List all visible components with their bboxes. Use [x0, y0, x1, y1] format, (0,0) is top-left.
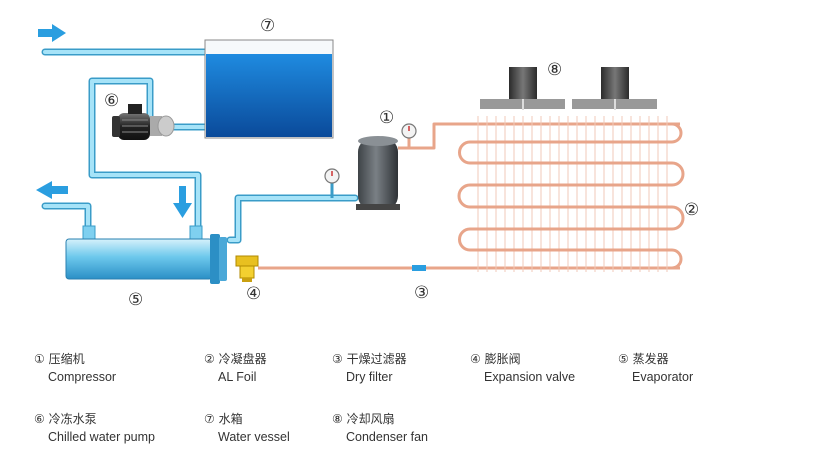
chilled-water-pump	[112, 104, 175, 140]
callout-pump: ⑥	[104, 91, 120, 111]
callout-expansion-valve: ④	[246, 284, 262, 304]
callout-condenser: ②	[684, 200, 700, 220]
callout-dry-filter: ③	[414, 283, 430, 303]
evaporator	[65, 225, 227, 284]
dry-filter	[412, 265, 426, 271]
refrigerant-pipes	[258, 122, 680, 270]
down-arrow-icon	[173, 186, 192, 218]
inlet-arrow-icon	[38, 24, 66, 42]
callout-compressor: ①	[379, 108, 395, 128]
flow-arrows	[36, 24, 192, 218]
condenser-coil	[457, 116, 685, 272]
water-vessel	[204, 39, 334, 139]
callout-evaporator: ⑤	[128, 290, 144, 310]
compressor	[356, 136, 400, 210]
pressure-gauges	[324, 123, 417, 198]
condenser-fans	[480, 67, 657, 110]
callout-fan: ⑧	[547, 60, 563, 80]
callout-water-vessel: ⑦	[260, 16, 276, 36]
expansion-valve	[235, 255, 259, 282]
outlet-arrow-icon	[36, 181, 68, 199]
